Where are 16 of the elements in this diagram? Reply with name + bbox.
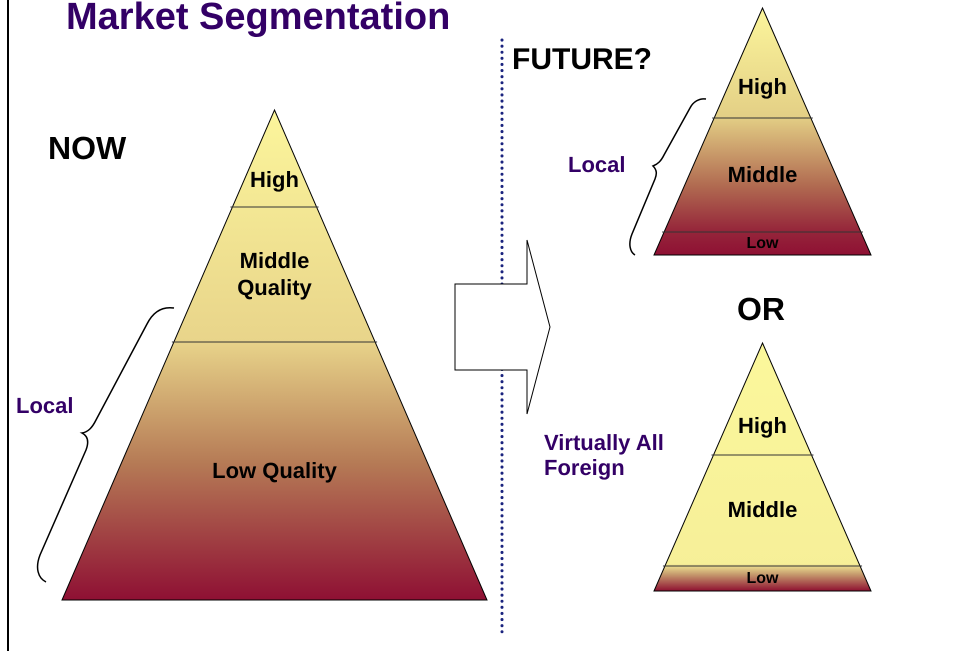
- tier-label: Low Quality: [212, 458, 337, 484]
- tier-label: Low: [746, 568, 778, 588]
- text-label: NOW: [48, 130, 126, 167]
- text-label: OR: [737, 291, 785, 328]
- tier-label: High: [250, 166, 299, 193]
- tier-label: Middle: [728, 497, 798, 524]
- text-label: FUTURE?: [512, 43, 652, 78]
- text-label: Local: [16, 393, 74, 418]
- title: Market Segmentation: [66, 0, 450, 39]
- tier-label: High: [738, 74, 787, 100]
- tier-label: High: [738, 412, 787, 439]
- tier-label: Middle: [728, 162, 798, 188]
- text-label: Virtually All Foreign: [544, 430, 665, 481]
- tier-label: Middle Quality: [236, 248, 313, 301]
- tier-label: Low: [746, 234, 778, 254]
- text-label: Local: [568, 152, 626, 178]
